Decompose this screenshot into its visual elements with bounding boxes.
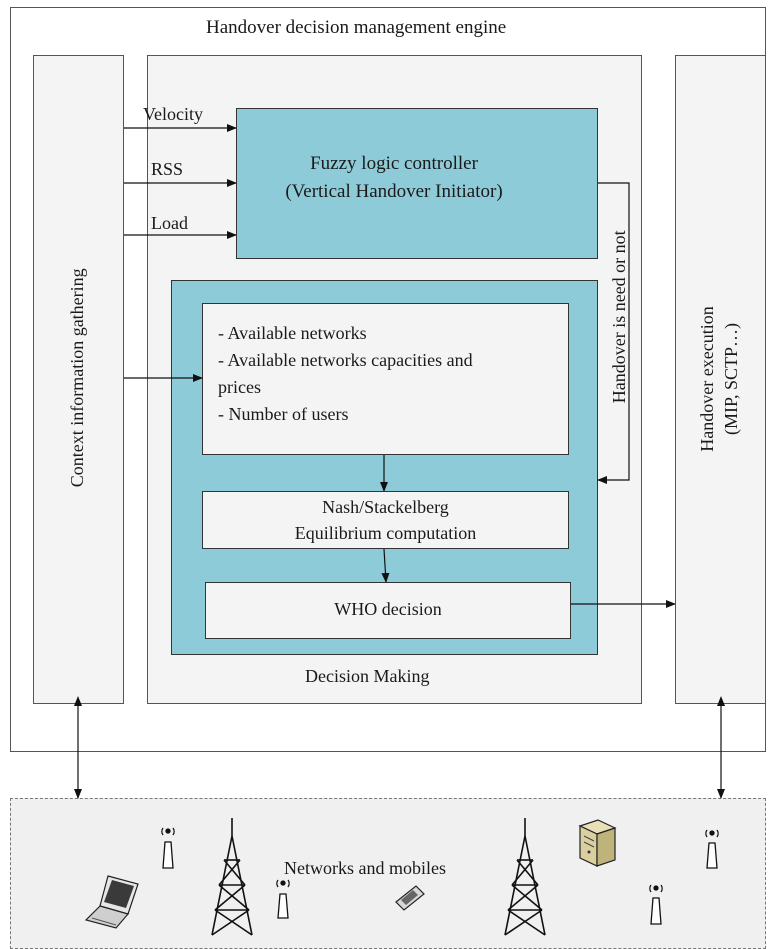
handover-feedback-arrow — [597, 182, 630, 484]
equilibrium-line2: Equilibrium computation — [294, 523, 477, 543]
equilibrium-box — [202, 491, 569, 549]
velocity-label: Velocity — [143, 104, 203, 124]
mobile-phone-icon — [395, 885, 425, 911]
fuzzy-label-line2: (Vertical Handover Initiator) — [285, 181, 503, 202]
antenna-device-icon — [705, 829, 719, 869]
network-info-item: - Available networks capacities and — [218, 350, 473, 370]
antenna-device-icon — [161, 827, 175, 869]
antenna-device-icon — [649, 884, 663, 925]
fuzzy-logic-controller — [236, 108, 598, 259]
network-info-box — [202, 303, 569, 455]
antenna-device-icon — [276, 879, 290, 919]
fuzzy-label-line1: Fuzzy logic controller — [310, 153, 478, 174]
server-icon — [578, 819, 617, 867]
networks-band — [10, 798, 766, 949]
network-info-item: prices — [218, 377, 261, 397]
networks-label: Networks and mobiles — [284, 858, 446, 878]
fuzzy-label: Fuzzy logic controller (Vertical Handove… — [236, 150, 552, 206]
load-label: Load — [151, 213, 188, 233]
rss-label: RSS — [151, 159, 184, 179]
equilibrium-line1: Nash/Stackelberg — [322, 497, 449, 517]
engine-title: Handover decision management engine — [206, 17, 507, 38]
cell-tower-icon — [211, 818, 253, 936]
equilibrium-label: Nash/Stackelberg Equilibrium computation — [202, 494, 569, 546]
handover-execution-panel — [675, 55, 766, 704]
who-decision-box — [205, 582, 571, 639]
network-info-list: - Available networks - Available network… — [218, 320, 473, 428]
network-info-item: - Available networks — [218, 323, 367, 343]
decision-making-label: Decision Making — [305, 666, 430, 686]
context-gathering-panel — [33, 55, 124, 704]
equilibrium-to-who-arrow — [381, 548, 390, 583]
who-decision-label: WHO decision — [334, 599, 442, 619]
laptop-icon — [84, 875, 139, 929]
cell-tower-icon — [504, 818, 546, 936]
network-info-item: - Number of users — [218, 404, 349, 424]
